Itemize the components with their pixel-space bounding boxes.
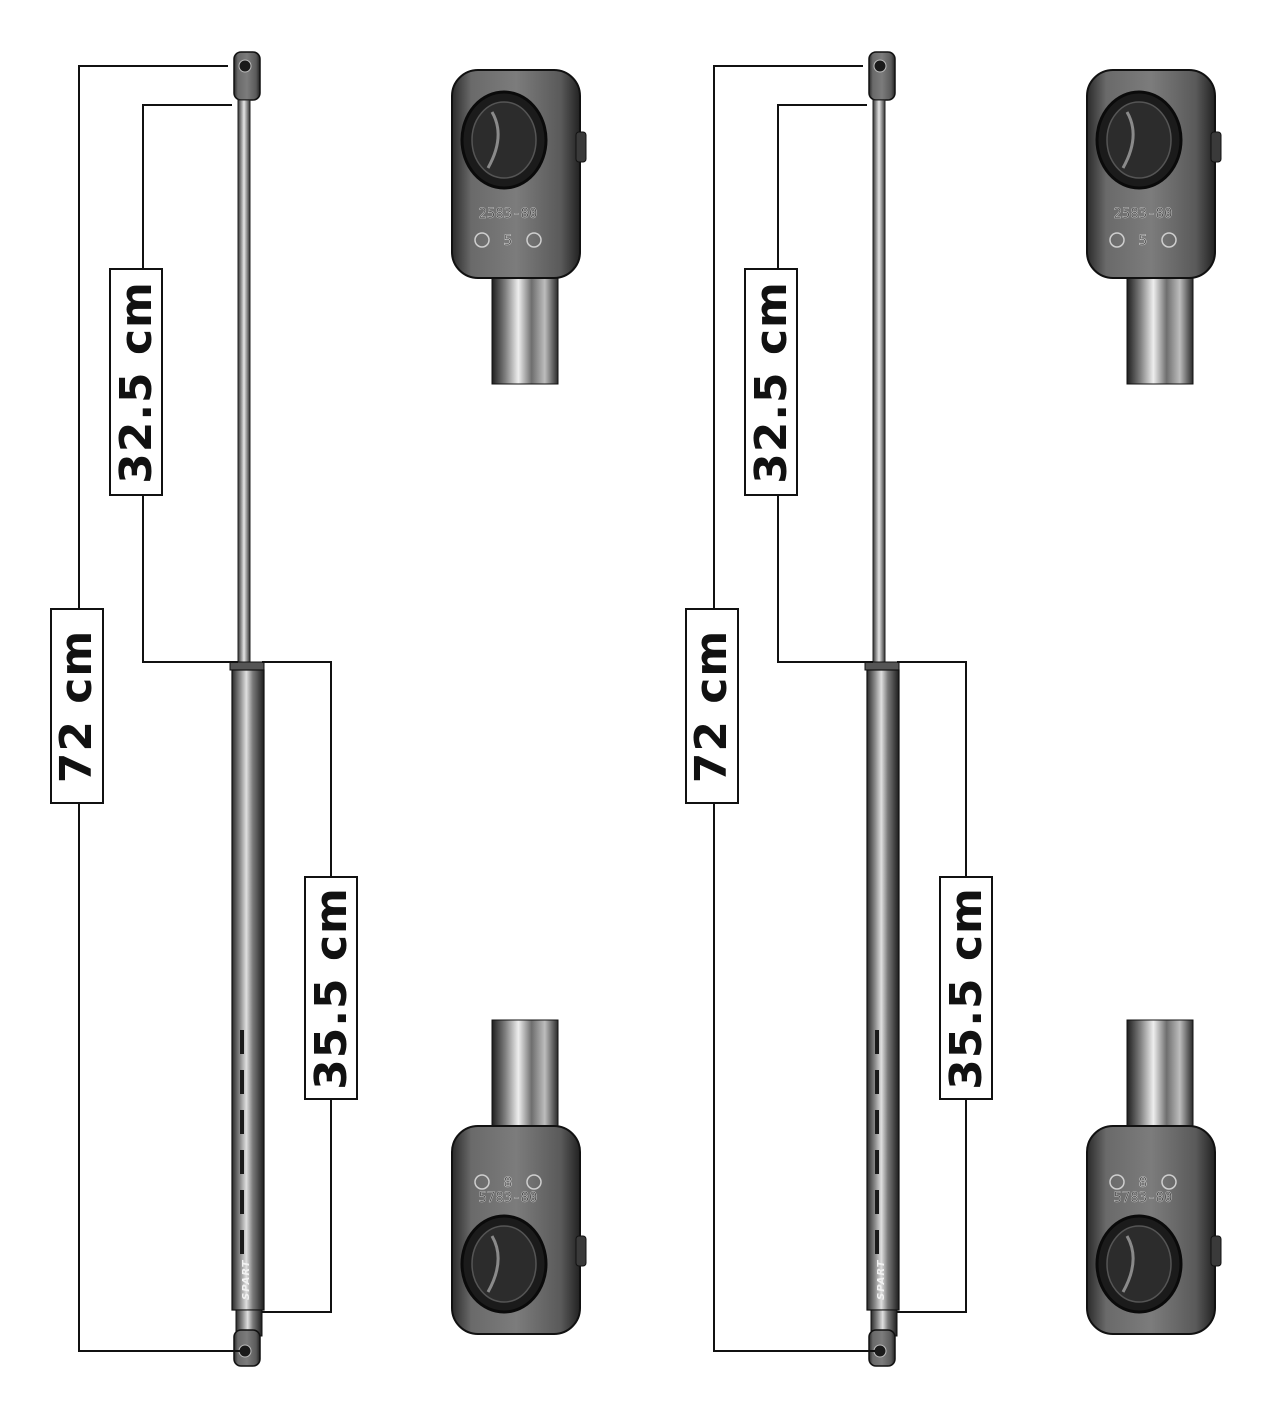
unit2-body-collar [864,661,900,671]
unit1-brand-mark: SPART [241,1259,252,1300]
unit1-bottom-fitting-detail-mark-right [526,1174,542,1190]
unit2-top-fitting-detail: 2583-80 5 [1086,69,1222,385]
unit2-bottom-fitting-detail-socket-inner [1106,1225,1172,1303]
unit1-total-length-label: 72 cm [50,608,104,804]
unit1-decal-stripe [240,1030,244,1054]
unit1-total-length-text: 72 cm [51,629,103,783]
unit2-rod-length-label: 32.5 cm [744,268,798,496]
unit2-decal-stripe [875,1070,879,1094]
unit2-decal-stripe [875,1230,879,1254]
unit2-gas-spring [864,51,900,1367]
unit1-top-fitting-detail-tab [575,131,587,163]
unit2-total-length-text: 72 cm [686,629,738,783]
unit1-top-fitting-detail-size: 5 [504,233,513,249]
unit1-gas-spring [229,51,265,1367]
unit2-top-fitting-detail-size: 5 [1139,233,1148,249]
unit1-bottom-fitting-detail-socket-inner [471,1225,537,1303]
unit1-top-eyelet [233,51,261,101]
unit2-bottom-fitting-detail-stem [1126,1019,1194,1127]
unit2-bottom-fitting-detail: 5783-808 [1086,1019,1222,1335]
unit1-bottom-fitting-detail-socket-highlight [486,1235,500,1293]
unit2-top-fitting-detail-mark-right [1161,232,1177,248]
unit2-top-fitting-detail-tab [1210,131,1222,163]
unit2-bottom-fitting-detail-mark-right [1161,1174,1177,1190]
unit2-dimension-lines [713,65,967,1352]
unit2-bottom-fitting-detail-code: 5783-80 [1113,1190,1172,1206]
unit2-top-eyelet-hole [873,59,887,73]
unit2-body-length-text: 35.5 cm [940,886,992,1090]
unit1-top-fitting-detail: 2583-80 5 [451,69,587,385]
unit1-decal-stripe [240,1230,244,1254]
unit1-top-fitting-detail-mark-left [474,232,490,248]
unit1-body-length-text: 35.5 cm [305,886,357,1090]
unit2-decal-stripe [875,1150,879,1174]
unit1-bottom-fitting-detail-stem [491,1019,559,1127]
unit2-body-length-label: 35.5 cm [939,876,993,1100]
unit1-bottom-fitting-detail-mark-left [474,1174,490,1190]
unit2-bottom-fitting-detail-tab [1210,1235,1222,1267]
unit1-top-fitting-detail-code: 2583-80 [478,206,537,222]
unit2-bottom-fitting-detail-size: 8 [1139,1175,1148,1191]
unit1-bottom-fitting-detail-tab [575,1235,587,1267]
unit2-decal-stripe [875,1030,879,1054]
unit1-top-fitting-detail-stem [491,277,559,385]
unit2-top-fitting-detail-stem [1126,277,1194,385]
unit2-total-length-label: 72 cm [685,608,739,804]
unit1-rod-length-label: 32.5 cm [109,268,163,496]
unit1-body-collar [229,661,265,671]
unit1-decal-stripe [240,1150,244,1174]
unit1-decal-stripe [240,1110,244,1134]
unit2-brand-mark: SPART [876,1259,887,1300]
unit1-decal-stripe [240,1190,244,1214]
unit2-bottom-eyelet-hole [873,1344,887,1358]
unit1-top-fitting-detail-mark-right [526,232,542,248]
unit2-decal-stripe [875,1190,879,1214]
unit1-body-length-label: 35.5 cm [304,876,358,1100]
unit1-cylinder-body [231,669,265,1311]
unit2-piston-rod [872,99,886,665]
unit1-top-fitting-detail-socket-inner [471,101,537,179]
unit1-bottom-fitting-detail: 5783-808 [451,1019,587,1335]
unit1-bottom-eyelet-hole [238,1344,252,1358]
unit2-decal-stripe [875,1110,879,1134]
unit1-bottom-fitting-detail-size: 8 [504,1175,513,1191]
unit1-piston-rod [237,99,251,665]
unit1-bottom-fitting-detail-code: 5783-80 [478,1190,537,1206]
unit1-top-fitting-detail-socket-highlight [486,111,500,169]
unit2-bottom-fitting-detail-mark-left [1109,1174,1125,1190]
unit2-top-fitting-detail-code: 2583-80 [1113,206,1172,222]
unit2-top-fitting-detail-socket-highlight [1121,111,1135,169]
unit2-rod-length-text: 32.5 cm [745,280,797,484]
unit2-top-eyelet [868,51,896,101]
unit1-top-eyelet-hole [238,59,252,73]
unit2-top-fitting-detail-socket-inner [1106,101,1172,179]
unit1-dimension-lines [78,65,332,1352]
unit2-cylinder-body [866,669,900,1311]
unit2-bottom-fitting-detail-socket-highlight [1121,1235,1135,1293]
unit1-rod-length-text: 32.5 cm [110,280,162,484]
unit1-decal-stripe [240,1070,244,1094]
unit2-top-fitting-detail-mark-left [1109,232,1125,248]
